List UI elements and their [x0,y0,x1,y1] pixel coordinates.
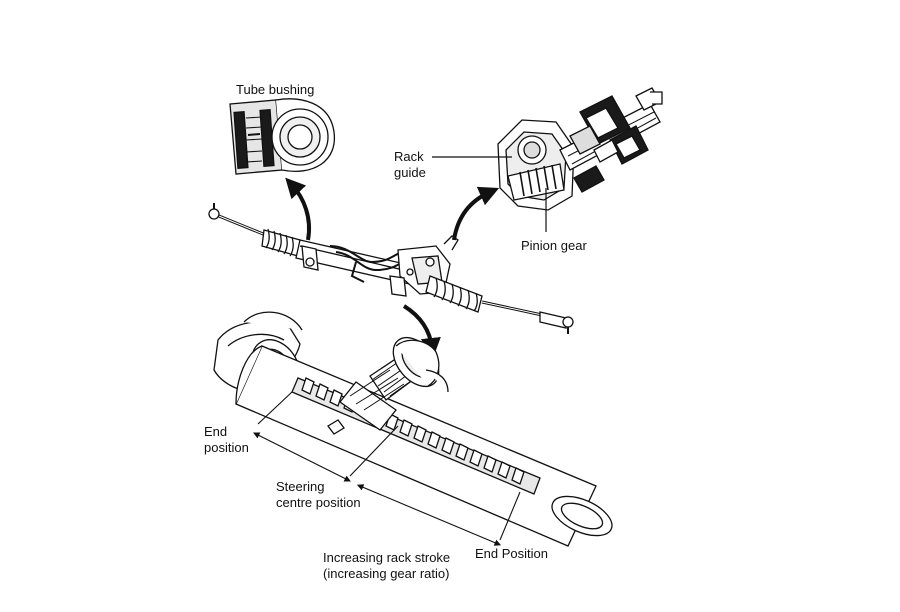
steering-centre-position-label: Steering centre position [276,479,361,510]
rack-gear-closeup [213,311,613,547]
increasing-rack-stroke-label: Increasing rack stroke (increasing gear … [323,550,451,581]
pinion-housing-illustration [497,87,663,211]
rack-stroke-dimensions [253,391,521,546]
end-position-left-label: End position [204,424,249,455]
rack-guide-label: Rack guide [394,149,426,180]
pinion-inset-arrow [452,186,500,241]
end-position-right-label: End Position [475,546,548,561]
steering-rack-assembly [208,203,574,334]
pinion-gear-label: Pinion gear [521,238,587,253]
gear-detail-arrow [402,304,441,358]
tube-bushing-label: Tube bushing [236,82,315,97]
tube-bushing-illustration [229,98,335,175]
tube-bushing-arrow [285,177,311,241]
